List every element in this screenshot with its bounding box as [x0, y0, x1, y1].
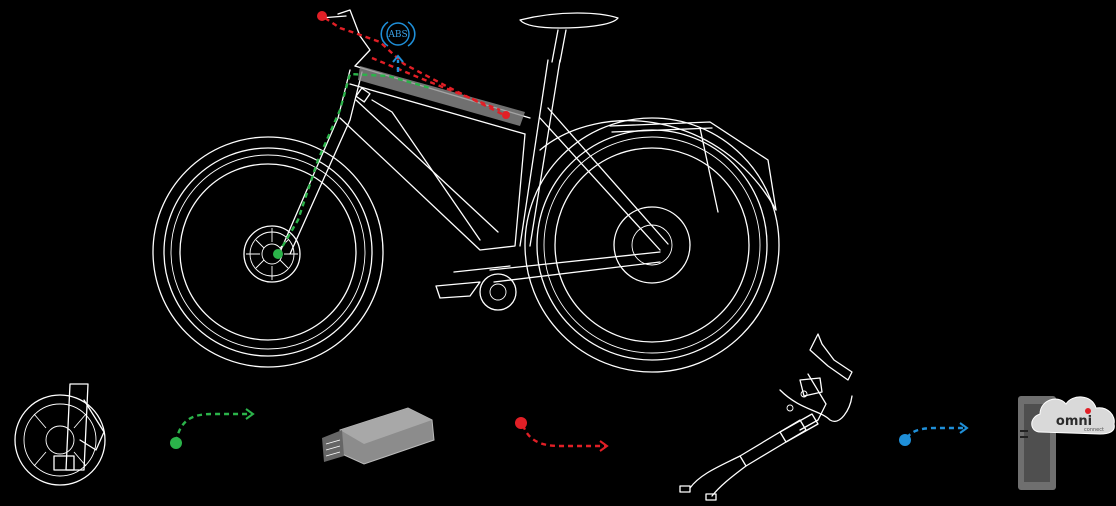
- disc-brake-sensor-icon: [15, 384, 105, 485]
- abs-badge: ABS: [381, 22, 415, 46]
- data-flow-arrow: [899, 423, 967, 446]
- abs-control-module-icon: [322, 408, 434, 464]
- omni-cloud-phone-icon: omni connect: [1018, 396, 1114, 490]
- abs-label: ABS: [387, 30, 407, 40]
- omni-connect-label: connect: [1084, 427, 1104, 433]
- front-disc-rotor: [244, 226, 300, 282]
- abs-module-point: [502, 111, 510, 119]
- brake-lever-point: [317, 11, 327, 21]
- sensor-flow-arrow: [170, 409, 253, 449]
- brake-flow-arrow: [515, 417, 607, 451]
- rear-wheel: [525, 118, 779, 372]
- brake-lever-cable-icon: [680, 334, 852, 500]
- wheel-sensor-point: [273, 249, 283, 259]
- front-wheel: [153, 137, 383, 367]
- bike-illustration: [153, 10, 779, 372]
